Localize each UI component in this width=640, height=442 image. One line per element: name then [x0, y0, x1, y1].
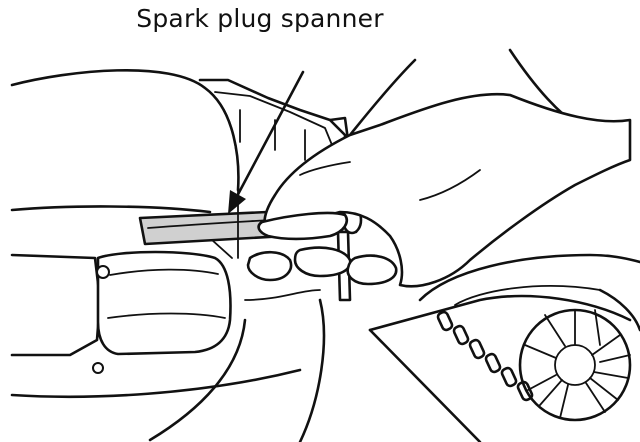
mower-deck	[10, 289, 326, 442]
starter-fan	[518, 308, 632, 422]
engine-cover	[10, 68, 240, 214]
cylinder-head	[198, 78, 350, 177]
recoil-starter	[368, 253, 640, 442]
arrow-icon	[228, 70, 305, 214]
vent-slots	[436, 310, 534, 402]
engine-block	[10, 189, 239, 374]
hand	[246, 48, 632, 288]
spanner-label: Spark plug spanner	[136, 4, 384, 33]
